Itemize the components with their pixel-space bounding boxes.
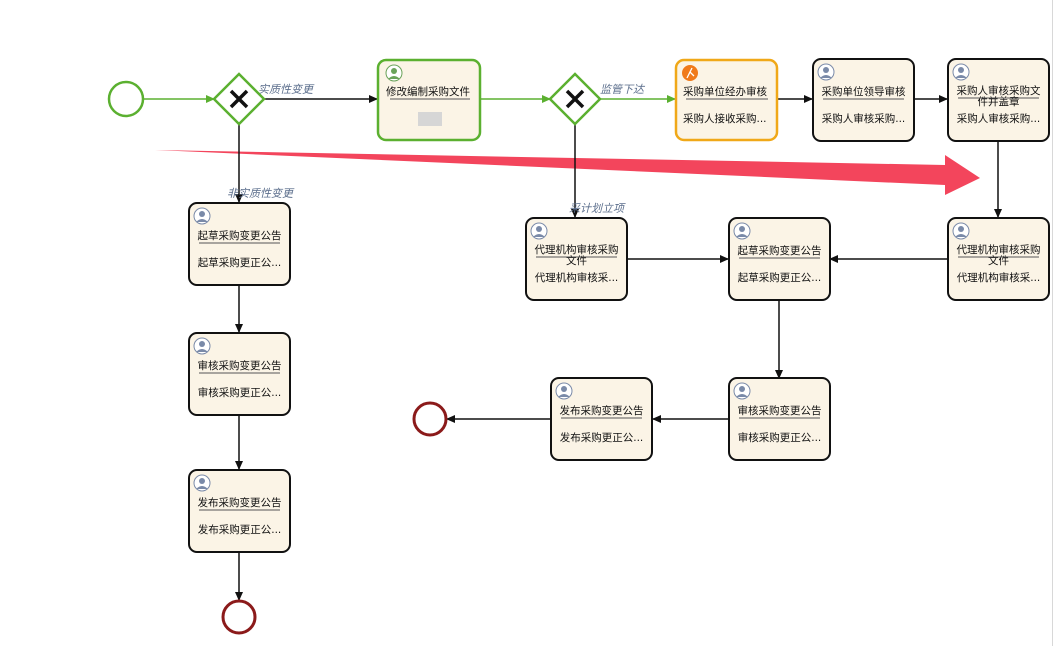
task-subtitle: 审核采购更正公... [198, 386, 282, 399]
user-icon [193, 337, 211, 355]
task-title: 起草采购变更公告 [738, 244, 822, 257]
task-unit-handler-review[interactable]: 采购单位经办审核 采购人接收采购... [674, 58, 779, 142]
end-event-left[interactable] [221, 599, 257, 635]
flow-label-plan-project: 采计划立项 [569, 202, 626, 215]
user-icon [530, 222, 548, 240]
gateway-x-icon [229, 89, 249, 109]
task-title: 修改编制采购文件 [386, 85, 470, 98]
task-subtitle: 采购人接收采购... [683, 112, 767, 125]
user-icon [952, 63, 970, 81]
canvas-border-line [1052, 0, 1053, 646]
task-title: 发布采购变更公告 [560, 404, 644, 417]
task-title: 采购单位经办审核 [683, 85, 767, 98]
user-icon [817, 63, 835, 81]
task-draft-change-notice-left[interactable]: 起草采购变更公告起草采购更正公... [188, 202, 291, 286]
flow-label-substantive-change: 实质性变更 [258, 83, 315, 96]
running-person-icon [682, 65, 698, 81]
task-subtitle: 代理机构审核采... [535, 271, 619, 284]
user-tasks: 采购单位领导审核采购人审核采购...采购人审核采购文件并盖章采购人审核采购...… [188, 58, 1050, 553]
user-icon [193, 474, 211, 492]
task-unit-leader-review[interactable]: 采购单位领导审核采购人审核采购... [812, 58, 915, 142]
task-title: 审核采购变更公告 [198, 359, 282, 372]
task-agency-review-docs-right[interactable]: 代理机构审核采购文件代理机构审核采... [947, 217, 1050, 301]
gateway-x-icon [565, 89, 585, 109]
task-title: 发布采购变更公告 [198, 496, 282, 509]
task-review-change-notice-left[interactable]: 审核采购变更公告审核采购更正公... [188, 332, 291, 416]
task-publish-change-notice-left[interactable]: 发布采购变更公告发布采购更正公... [188, 469, 291, 553]
exclusive-gateway-1[interactable] [212, 72, 266, 126]
task-title: 审核采购变更公告 [738, 404, 822, 417]
exclusive-gateway-2[interactable] [548, 72, 602, 126]
highlight-arrow [155, 150, 980, 195]
task-title: 采购单位领导审核 [822, 85, 906, 98]
task-draft-change-notice-mid[interactable]: 起草采购变更公告起草采购更正公... [728, 217, 831, 301]
task-subtitle: 发布采购更正公... [560, 431, 644, 444]
user-icon [385, 64, 403, 82]
task-subtitle: 起草采购更正公... [738, 271, 822, 284]
start-event[interactable] [107, 80, 145, 118]
user-icon [733, 222, 751, 240]
task-subtitle: 采购人审核采购... [822, 112, 906, 125]
task-subtitle: 代理机构审核采... [957, 271, 1041, 284]
task-subtitle: 发布采购更正公... [198, 523, 282, 536]
user-icon [952, 222, 970, 240]
task-modify-procurement-docs[interactable]: 修改编制采购文件 [376, 58, 482, 142]
task-purchaser-review-and-seal[interactable]: 采购人审核采购文件并盖章采购人审核采购... [947, 58, 1050, 142]
task-title: 起草采购变更公告 [198, 229, 282, 242]
flow-label-supervision-issued: 监管下达 [600, 83, 646, 96]
sequence-flows [144, 95, 1002, 601]
task-subtitle: 审核采购更正公... [738, 431, 822, 444]
blurred-assignee [418, 112, 442, 126]
user-icon [193, 207, 211, 225]
task-agency-review-docs-left[interactable]: 代理机构审核采购文件代理机构审核采... [525, 217, 628, 301]
end-event-mid[interactable] [412, 401, 448, 437]
task-subtitle: 采购人审核采购... [957, 112, 1041, 125]
task-subtitle: 起草采购更正公... [198, 256, 282, 269]
user-icon [733, 382, 751, 400]
task-review-change-notice-mid[interactable]: 审核采购变更公告审核采购更正公... [728, 377, 831, 461]
task-publish-change-notice-mid[interactable]: 发布采购变更公告发布采购更正公... [550, 377, 653, 461]
user-icon [555, 382, 573, 400]
flow-label-non-substantive-change: 非实质性变更 [227, 187, 295, 200]
